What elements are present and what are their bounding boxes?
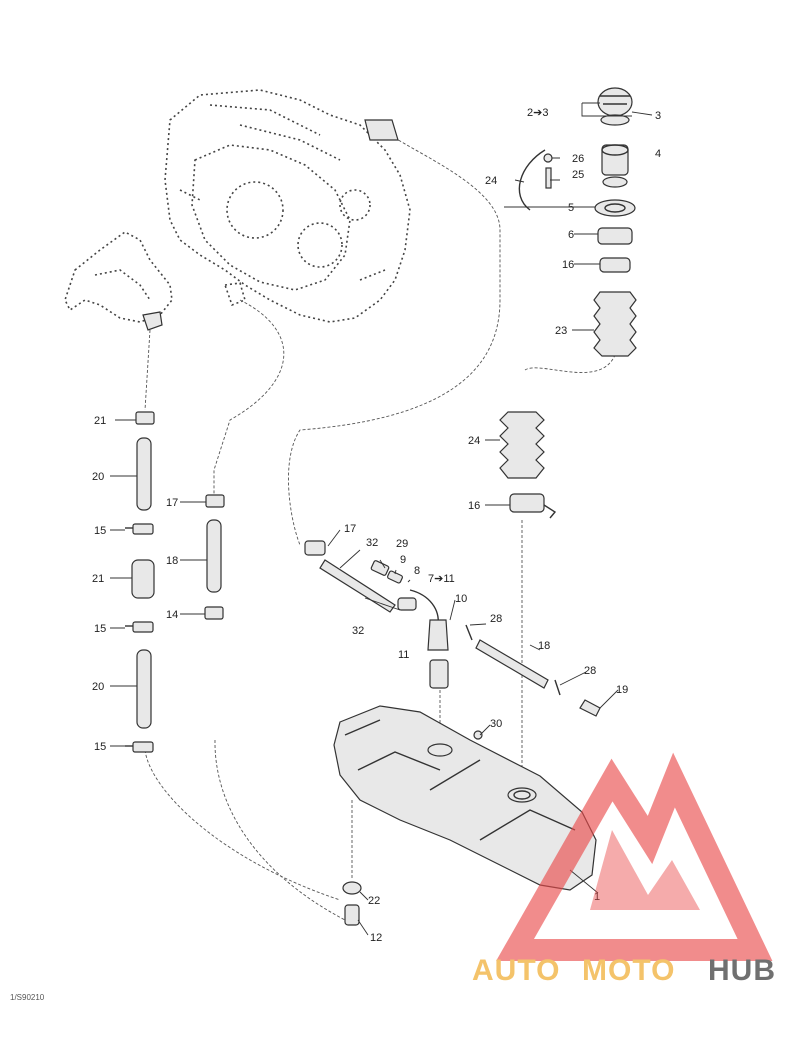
callout-6: 6 bbox=[568, 229, 574, 241]
callout-20a: 20 bbox=[92, 471, 104, 483]
callout-28a: 28 bbox=[490, 613, 502, 625]
watermark-moto: MOTO bbox=[582, 954, 675, 987]
callout-5: 5 bbox=[568, 202, 574, 214]
middle-hose-column bbox=[204, 494, 225, 620]
callout-32-label: 32 bbox=[352, 625, 364, 637]
filler-cap-stack bbox=[499, 87, 637, 519]
center-fittings bbox=[304, 540, 601, 740]
callout-25: 24 bbox=[485, 175, 497, 187]
callout-8: 7➔11 bbox=[428, 573, 455, 585]
callout-19: 19 bbox=[616, 684, 628, 696]
callout-2to3: 2➔3 bbox=[527, 107, 548, 119]
callout-17a: 17 bbox=[166, 497, 178, 509]
watermark-logo bbox=[496, 752, 773, 961]
callout-16a: 16 bbox=[562, 259, 574, 271]
callout-labels: 2➔3 3 4 26 25 24 5 6 16 23 24 16 21 20 1… bbox=[10, 107, 661, 1002]
callout-15b: 15 bbox=[94, 623, 106, 635]
callout-24b: 24 bbox=[468, 435, 480, 447]
vent-assembly bbox=[364, 119, 553, 211]
fuel-lines bbox=[144, 134, 616, 921]
left-hose-column bbox=[125, 411, 155, 753]
callout-4: 4 bbox=[655, 148, 661, 160]
fuel-tank bbox=[333, 705, 597, 891]
callout-26: 25 bbox=[572, 169, 584, 181]
reference-code: 1/S90210 bbox=[10, 993, 45, 1002]
leader-lines bbox=[110, 102, 653, 936]
watermark-auto: AUTO bbox=[472, 954, 560, 987]
callout-17b: 17 bbox=[344, 523, 356, 535]
callout-16b: 16 bbox=[468, 500, 480, 512]
callout-7to11-label: 10 bbox=[455, 593, 467, 605]
callout-27: 26 bbox=[572, 153, 584, 165]
callout-12: 12 bbox=[370, 932, 382, 944]
bottom-fittings bbox=[342, 881, 362, 926]
callout-18b: 18 bbox=[538, 640, 550, 652]
callout-18a: 18 bbox=[166, 555, 178, 567]
callout-30: 30 bbox=[490, 718, 502, 730]
callout-15a: 15 bbox=[94, 525, 106, 537]
callout-28b: 28 bbox=[584, 665, 596, 677]
callout-1: 1 bbox=[594, 891, 600, 903]
callout-10: 9 bbox=[400, 554, 406, 566]
callout-23: 22 bbox=[368, 895, 380, 907]
callout-22: 21 bbox=[94, 415, 106, 427]
watermark-hub: HUB bbox=[708, 954, 776, 987]
callout-15c: 15 bbox=[94, 741, 106, 753]
callout-3: 3 bbox=[655, 110, 661, 122]
callout-31: 32 bbox=[366, 537, 378, 549]
callout-20b: 20 bbox=[92, 681, 104, 693]
callout-11: 11 bbox=[398, 649, 409, 661]
engine-block bbox=[164, 89, 411, 323]
callout-24a: 23 bbox=[555, 325, 567, 337]
watermark-text: AUTO MOTO HUB bbox=[472, 954, 776, 987]
callout-9: 8 bbox=[414, 565, 420, 577]
callout-29: 29 bbox=[396, 538, 408, 550]
fuel-pump-assembly bbox=[64, 231, 173, 331]
callout-14: 14 bbox=[166, 609, 178, 621]
callout-21-label: 21 bbox=[92, 573, 104, 585]
